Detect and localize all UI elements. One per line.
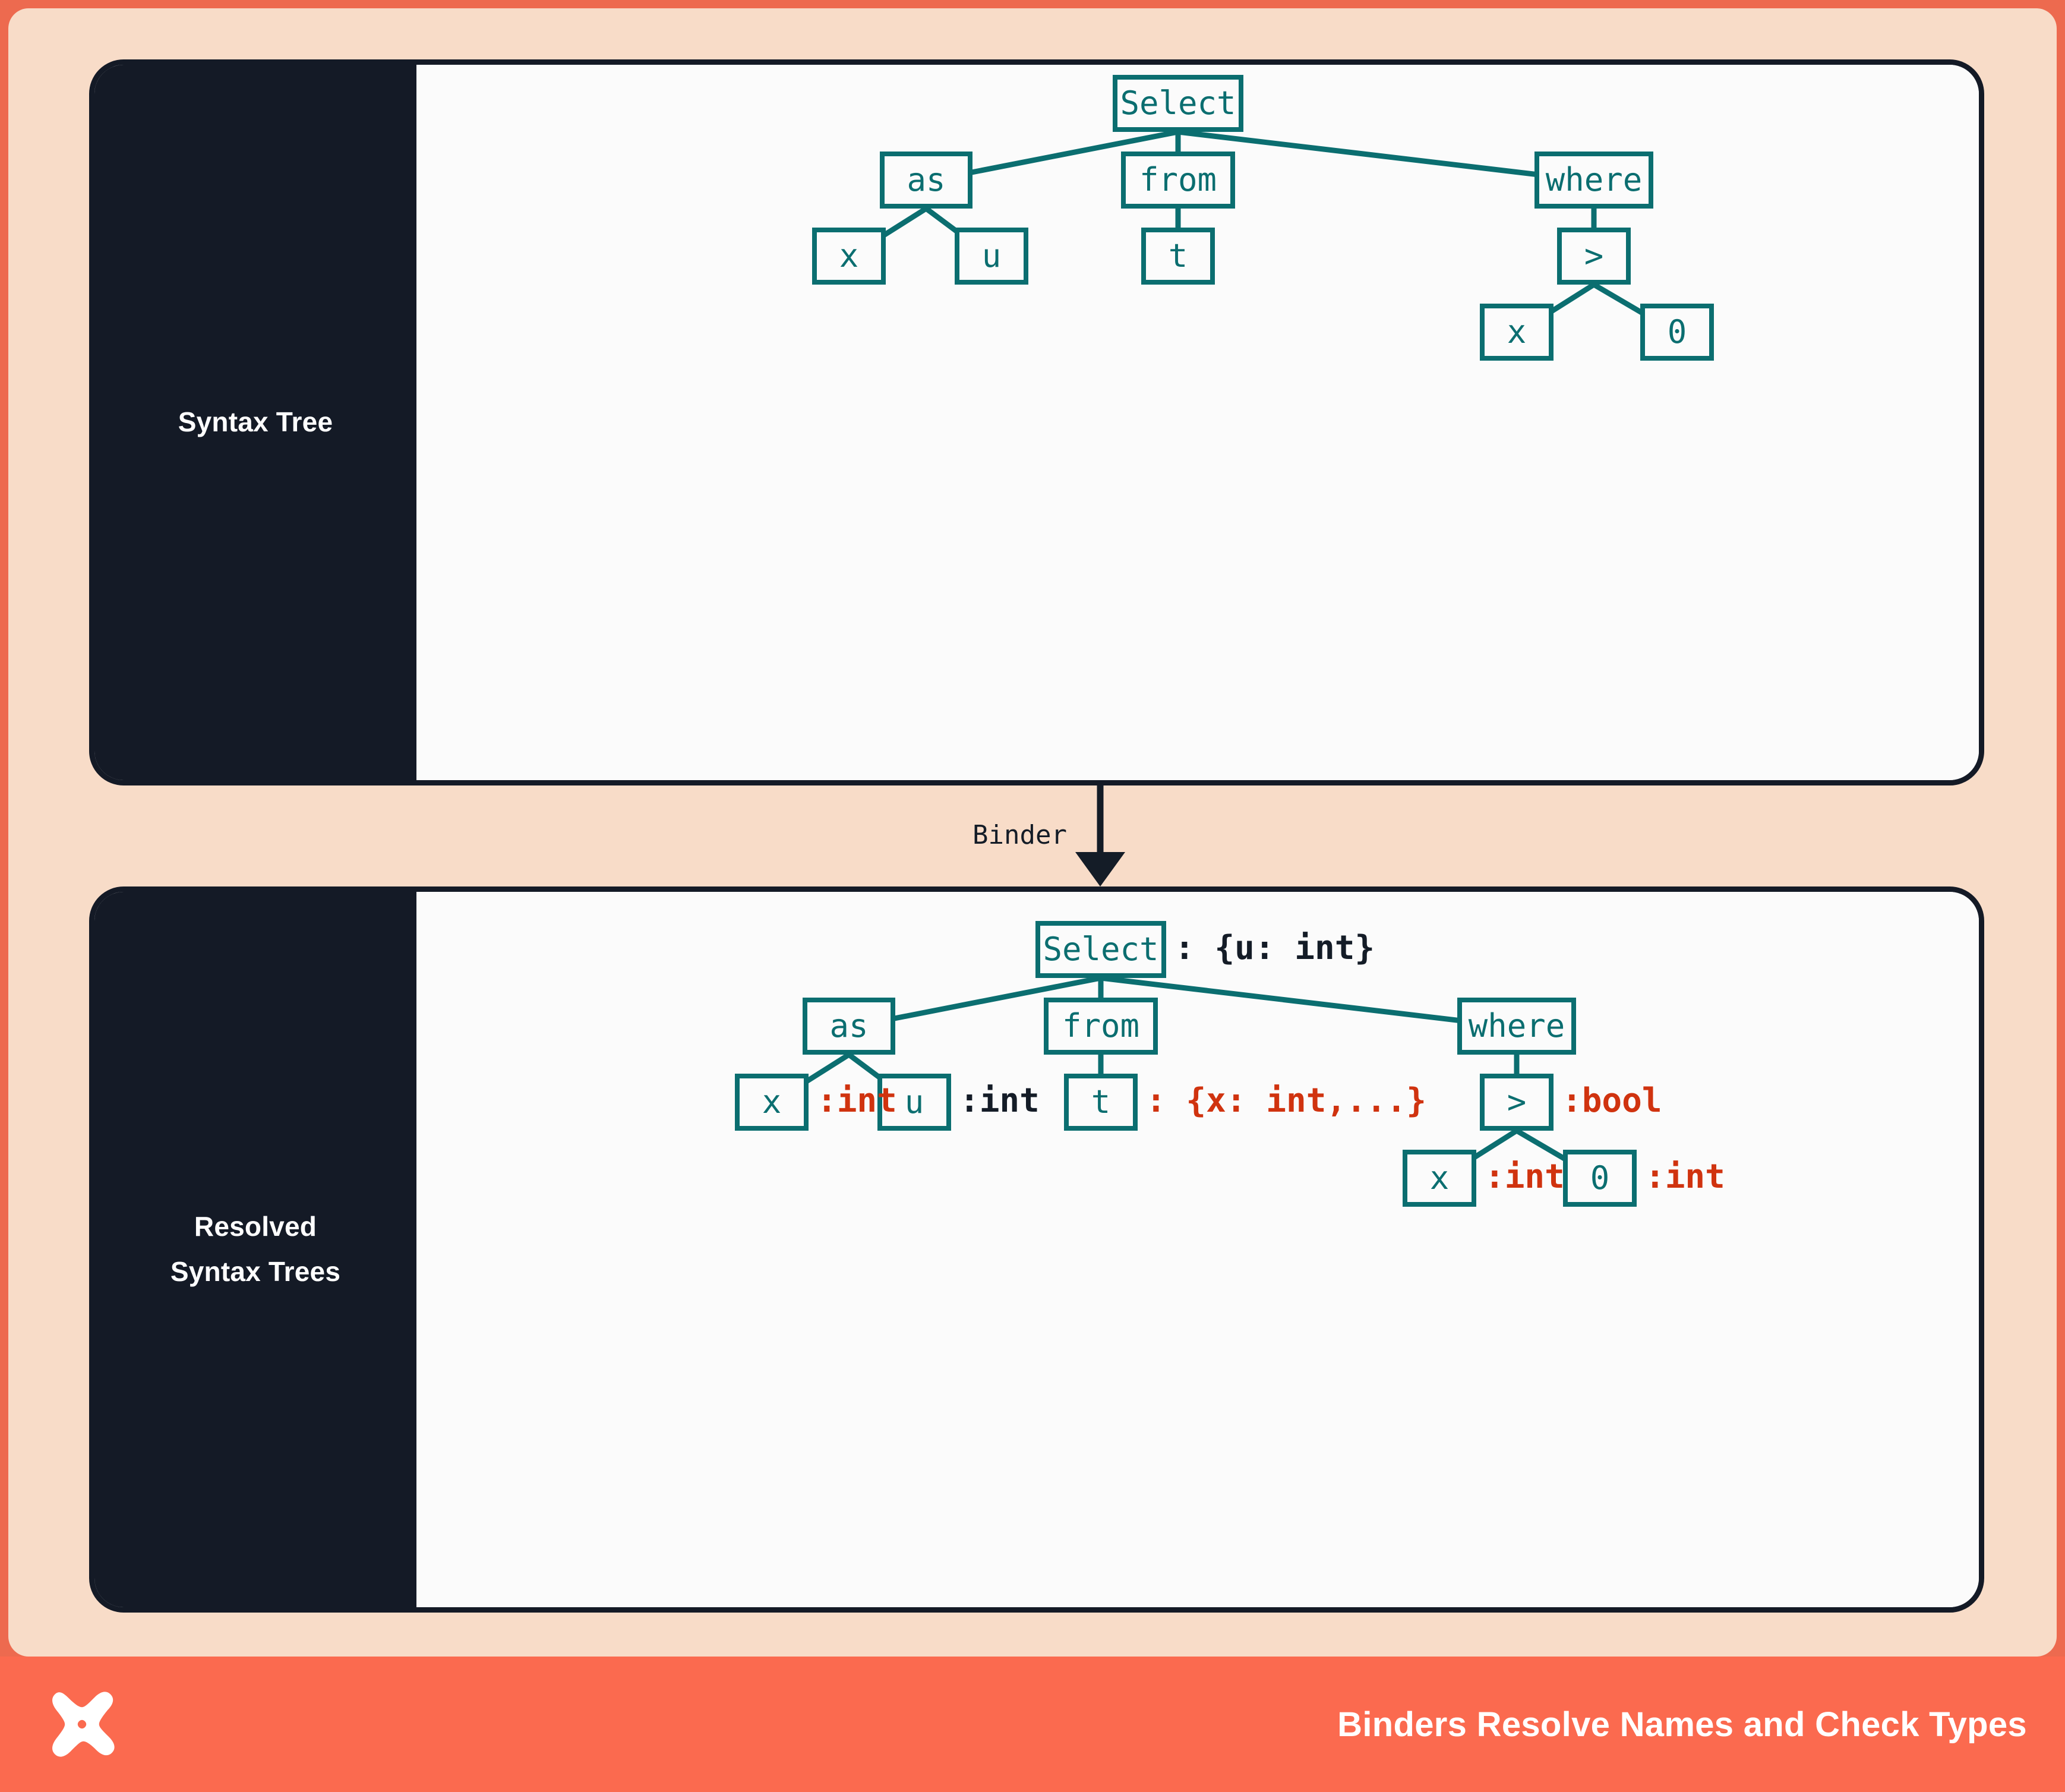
butterfly-x-logo-icon bbox=[52, 1692, 115, 1757]
tree-node-gt-0[interactable]: 0 bbox=[1563, 1150, 1637, 1207]
tree-node-as-u[interactable]: u bbox=[877, 1074, 951, 1131]
tree-node-label: u bbox=[981, 237, 1002, 275]
tree-node-label: 0 bbox=[1667, 313, 1687, 351]
tree-node-as[interactable]: as bbox=[803, 998, 895, 1055]
tree-node-gt-0[interactable]: 0 bbox=[1640, 304, 1714, 361]
resolved-syntax-tree-panel: Resolved Syntax Trees Select : {u: int} as bbox=[89, 886, 1984, 1613]
tree-node-as-u[interactable]: u bbox=[955, 228, 1028, 285]
tree-node-label: > bbox=[1507, 1083, 1527, 1121]
type-annotation-gt: :bool bbox=[1562, 1081, 1662, 1120]
resolved-syntax-tree-edges bbox=[770, 975, 1602, 1182]
tree-node-where[interactable]: where bbox=[1534, 152, 1653, 209]
tree-node-select[interactable]: Select bbox=[1035, 921, 1166, 978]
resolved-label-line1: Resolved bbox=[194, 1211, 317, 1242]
tree-node-label: x bbox=[762, 1083, 782, 1121]
tree-node-gt-x[interactable]: x bbox=[1480, 304, 1554, 361]
tree-node-label: Select bbox=[1043, 930, 1159, 968]
tree-node-label: x bbox=[1507, 313, 1527, 351]
resolved-label-line2: Syntax Trees bbox=[170, 1256, 341, 1287]
tree-node-label: x bbox=[839, 237, 859, 275]
tree-node-label: from bbox=[1139, 161, 1217, 198]
type-annotation-gt-0: :int bbox=[1645, 1157, 1725, 1196]
tree-node-where[interactable]: where bbox=[1457, 998, 1576, 1055]
tree-node-label: as bbox=[907, 161, 946, 198]
down-arrow-icon bbox=[1075, 785, 1125, 886]
tree-node-label: where bbox=[1468, 1007, 1565, 1045]
syntax-tree-panel-label: Syntax Tree bbox=[94, 65, 416, 780]
tree-node-select[interactable]: Select bbox=[1113, 75, 1243, 132]
tree-node-from-t[interactable]: t bbox=[1064, 1074, 1138, 1131]
tree-node-label: from bbox=[1062, 1007, 1140, 1045]
syntax-tree-canvas: Select as from where x u t > x 0 bbox=[416, 65, 1979, 780]
syntax-tree-label-text: Syntax Tree bbox=[178, 406, 333, 438]
tree-node-label: Select bbox=[1120, 84, 1236, 122]
tree-node-label: as bbox=[829, 1007, 869, 1045]
tree-node-from[interactable]: from bbox=[1044, 998, 1158, 1055]
type-annotation-gt-x: :int bbox=[1485, 1157, 1565, 1196]
tree-node-as-x[interactable]: x bbox=[812, 228, 886, 285]
tree-node-label: x bbox=[1429, 1159, 1450, 1197]
tree-node-gt[interactable]: > bbox=[1480, 1074, 1554, 1131]
type-annotation-from-t: : {x: int,...} bbox=[1146, 1081, 1427, 1120]
tree-node-gt[interactable]: > bbox=[1557, 228, 1631, 285]
footer-bar: Binders Resolve Names and Check Types bbox=[0, 1657, 2065, 1792]
type-annotation-select: : {u: int} bbox=[1174, 929, 1375, 967]
tree-node-label: where bbox=[1545, 161, 1643, 198]
binder-label: Binder bbox=[972, 820, 1067, 850]
syntax-tree-panel: Syntax Tree Select as from where x u t > x 0 bbox=[89, 59, 1984, 785]
binder-transition: Binder bbox=[89, 785, 1984, 886]
tree-node-as-x[interactable]: x bbox=[735, 1074, 809, 1131]
tree-node-label: > bbox=[1584, 237, 1604, 275]
tree-node-from[interactable]: from bbox=[1121, 152, 1235, 209]
type-annotation-as-x: :int bbox=[817, 1081, 897, 1120]
resolved-syntax-tree-panel-label: Resolved Syntax Trees bbox=[94, 892, 416, 1607]
tree-node-from-t[interactable]: t bbox=[1141, 228, 1215, 285]
tree-node-label: t bbox=[1091, 1083, 1111, 1121]
tree-node-gt-x[interactable]: x bbox=[1403, 1150, 1476, 1207]
tree-node-label: u bbox=[904, 1083, 924, 1121]
footer-title: Binders Resolve Names and Check Types bbox=[1337, 1705, 2027, 1744]
tree-node-as[interactable]: as bbox=[880, 152, 972, 209]
tree-node-label: t bbox=[1168, 237, 1188, 275]
tree-node-label: 0 bbox=[1590, 1159, 1610, 1197]
type-annotation-as-u: :int bbox=[959, 1081, 1040, 1120]
